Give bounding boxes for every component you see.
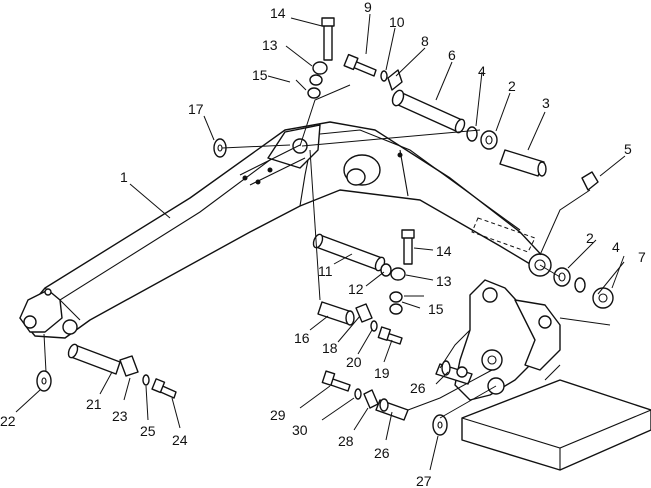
fitting-5 <box>581 171 599 191</box>
callout-12: 12 <box>348 281 364 297</box>
callout-10: 10 <box>389 14 405 30</box>
callout-2-lower: 2 <box>586 230 594 246</box>
callout-28: 28 <box>338 433 354 449</box>
callout-24: 24 <box>172 432 188 448</box>
callout-23: 23 <box>112 408 128 424</box>
pin-21 <box>70 344 121 375</box>
callout-22: 22 <box>0 413 16 429</box>
callout-19: 19 <box>374 365 390 381</box>
bushing-7 <box>592 287 614 309</box>
callout-4-upper: 4 <box>478 63 486 79</box>
spacer-2-upper <box>480 130 498 150</box>
pin-6 <box>391 89 466 134</box>
callout-1: 1 <box>120 169 128 185</box>
callout-7: 7 <box>638 249 646 265</box>
callout-8: 8 <box>421 33 429 49</box>
bushing-3 <box>499 149 545 177</box>
callout-18: 18 <box>322 340 338 356</box>
callout-16: 16 <box>294 330 310 346</box>
counterweight-block <box>461 379 651 471</box>
callout-13-lower: 13 <box>436 273 452 289</box>
callout-14-upper: 14 <box>270 5 286 21</box>
callout-26-lower: 26 <box>374 445 390 461</box>
callout-30: 30 <box>292 422 308 438</box>
callout-29: 29 <box>270 407 286 423</box>
spacer-2-lower <box>553 267 571 287</box>
callout-20: 20 <box>346 354 362 370</box>
callout-17: 17 <box>188 101 204 117</box>
callout-15-lower: 15 <box>428 301 444 317</box>
swing-bracket <box>454 279 611 401</box>
callout-25: 25 <box>140 423 156 439</box>
callout-13-upper: 13 <box>262 37 278 53</box>
washer-4-lower <box>574 277 586 293</box>
callout-5: 5 <box>624 141 632 157</box>
callout-3: 3 <box>542 95 550 111</box>
callout-21: 21 <box>86 396 102 412</box>
callout-11: 11 <box>318 263 333 279</box>
callout-2-upper: 2 <box>508 78 516 94</box>
callout-6: 6 <box>448 47 456 63</box>
callout-26-upper: 26 <box>410 380 426 396</box>
washer-4-upper <box>466 126 478 142</box>
callout-14-lower: 14 <box>436 243 452 259</box>
washer-27 <box>432 414 448 436</box>
callout-27: 27 <box>416 473 432 488</box>
washer-22 <box>36 370 52 392</box>
callout-15-upper: 15 <box>252 67 268 83</box>
leader-lines <box>15 13 626 471</box>
callout-4-lower: 4 <box>612 239 620 255</box>
callout-9: 9 <box>364 0 372 15</box>
